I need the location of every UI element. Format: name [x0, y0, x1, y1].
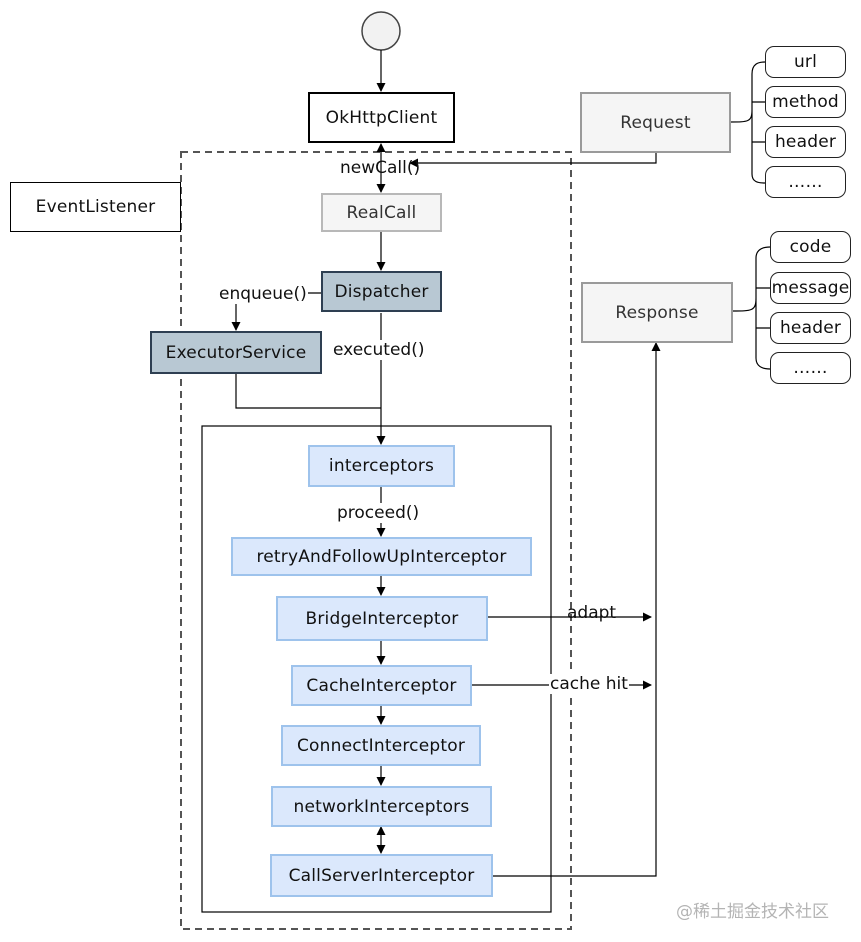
callserver-interceptor-label: CallServerInterceptor: [288, 865, 475, 886]
executorservice-label: ExecutorService: [165, 342, 307, 363]
request-node: Request: [580, 92, 731, 153]
dashed-boundary: [180, 151, 572, 930]
request-field-url: url: [765, 46, 846, 78]
watermark: @稀土掘金技术社区: [676, 902, 829, 922]
eventlistener-node: EventListener: [10, 182, 181, 232]
request-brace: [729, 61, 766, 184]
realcall-node: RealCall: [321, 193, 442, 232]
realcall-label: RealCall: [346, 202, 417, 223]
request-field-label: url: [793, 52, 818, 72]
response-field-label: message: [771, 278, 850, 298]
request-field-header: header: [765, 126, 846, 158]
eventlistener-label: EventListener: [35, 197, 156, 217]
callserver-interceptor-node: CallServerInterceptor: [270, 854, 493, 897]
newcall-label: newCall(): [340, 158, 421, 178]
proceed-label: proceed(): [336, 503, 421, 523]
connect-interceptor-label: ConnectInterceptor: [296, 735, 466, 756]
okhttpclient-node: OkHttpClient: [308, 92, 455, 143]
bridge-interceptor-node: BridgeInterceptor: [276, 596, 488, 641]
response-field-message: message: [770, 272, 851, 304]
response-field-header: header: [770, 312, 851, 344]
interceptors-node: interceptors: [308, 445, 455, 487]
request-label: Request: [620, 112, 691, 133]
edge-callserver-response: [493, 342, 661, 877]
interceptor-chain-frame: [201, 425, 552, 913]
dispatcher-node: Dispatcher: [321, 271, 442, 312]
executed-label: executed(): [332, 340, 426, 360]
response-field-label: ……: [793, 358, 828, 378]
edge-request-newcall: [409, 152, 657, 168]
response-label: Response: [615, 302, 699, 323]
retry-interceptor-node: retryAndFollowUpInterceptor: [231, 537, 532, 576]
dispatcher-label: Dispatcher: [334, 281, 429, 302]
network-interceptors-label: networkInterceptors: [293, 796, 470, 817]
response-field-label: header: [779, 318, 842, 338]
edge-executor-join: [235, 374, 381, 409]
response-field-more: ……: [770, 352, 851, 384]
response-field-code: code: [770, 231, 851, 263]
okhttpclient-label: OkHttpClient: [325, 107, 438, 128]
retry-interceptor-label: retryAndFollowUpInterceptor: [256, 546, 507, 567]
cache-interceptor-label: CacheInterceptor: [306, 675, 457, 696]
request-field-label: ……: [788, 172, 823, 192]
connect-interceptor-node: ConnectInterceptor: [281, 725, 481, 766]
request-field-more: ……: [765, 166, 846, 198]
bridge-interceptor-label: BridgeInterceptor: [305, 608, 459, 629]
cache-interceptor-node: CacheInterceptor: [291, 665, 472, 706]
adapt-label: adapt: [567, 603, 617, 623]
request-field-label: method: [772, 92, 839, 112]
request-field-label: header: [774, 132, 837, 152]
response-field-label: code: [789, 237, 832, 257]
interceptors-label: interceptors: [328, 456, 435, 476]
cache-hit-label: cache hit: [549, 674, 629, 694]
response-brace: [731, 246, 771, 370]
request-field-method: method: [765, 86, 846, 118]
response-node: Response: [581, 282, 733, 343]
start-node: [361, 11, 401, 51]
enqueue-label: enqueue(): [218, 284, 308, 304]
network-interceptors-node: networkInterceptors: [271, 786, 492, 827]
executorservice-node: ExecutorService: [150, 331, 322, 374]
